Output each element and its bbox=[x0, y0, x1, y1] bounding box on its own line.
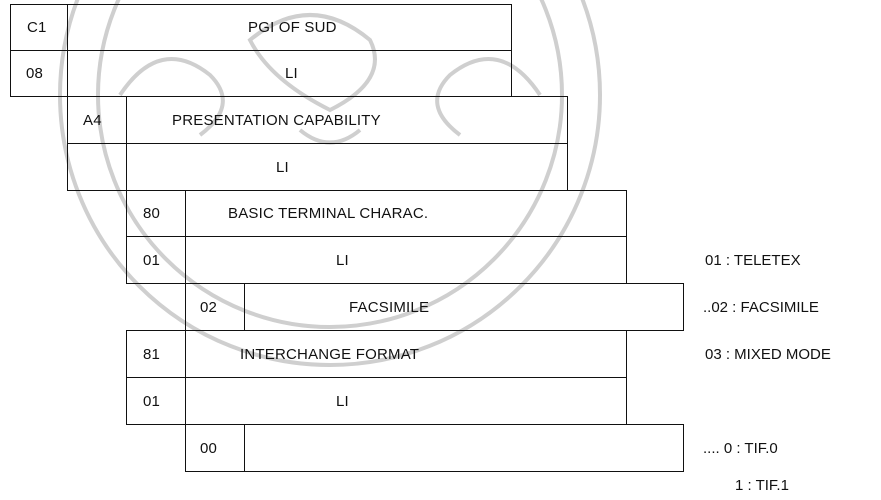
note-facsimile: ..02 : FACSIMILE bbox=[703, 299, 819, 316]
note-mixed-mode: 03 : MIXED MODE bbox=[705, 346, 831, 363]
facsimile-label: FACSIMILE bbox=[349, 299, 430, 316]
code-01-b: 01 bbox=[143, 393, 161, 410]
tif-value-cell bbox=[244, 424, 684, 472]
code-81: 81 bbox=[143, 346, 161, 363]
terminal-li-cell bbox=[185, 236, 627, 284]
presentation-li-cell bbox=[126, 143, 568, 191]
facsimile-cell bbox=[244, 283, 684, 331]
code-02: 02 bbox=[200, 299, 218, 316]
code-01-a: 01 bbox=[143, 252, 161, 269]
note-tif0: .... 0 : TIF.0 bbox=[703, 440, 778, 457]
pgi-of-sud-label: PGI OF SUD bbox=[248, 19, 337, 36]
code-cell-empty bbox=[67, 143, 127, 191]
code-c1: C1 bbox=[27, 19, 47, 36]
note-tif1: 1 : TIF.1 bbox=[735, 477, 789, 494]
code-08: 08 bbox=[26, 65, 44, 82]
basic-terminal-charac-label: BASIC TERMINAL CHARAC. bbox=[228, 205, 429, 222]
terminal-li-label: LI bbox=[336, 252, 349, 269]
presentation-li-label: LI bbox=[276, 159, 289, 176]
interchange-format-label: INTERCHANGE FORMAT bbox=[240, 346, 420, 363]
interchange-li-cell bbox=[185, 377, 627, 425]
note-teletex: 01 : TELETEX bbox=[705, 252, 801, 269]
code-80: 80 bbox=[143, 205, 161, 222]
interchange-li-label: LI bbox=[336, 393, 349, 410]
presentation-capability-label: PRESENTATION CAPABILITY bbox=[172, 112, 381, 129]
code-00: 00 bbox=[200, 440, 218, 457]
length-indicator-label: LI bbox=[285, 65, 298, 82]
code-a4: A4 bbox=[83, 112, 102, 129]
